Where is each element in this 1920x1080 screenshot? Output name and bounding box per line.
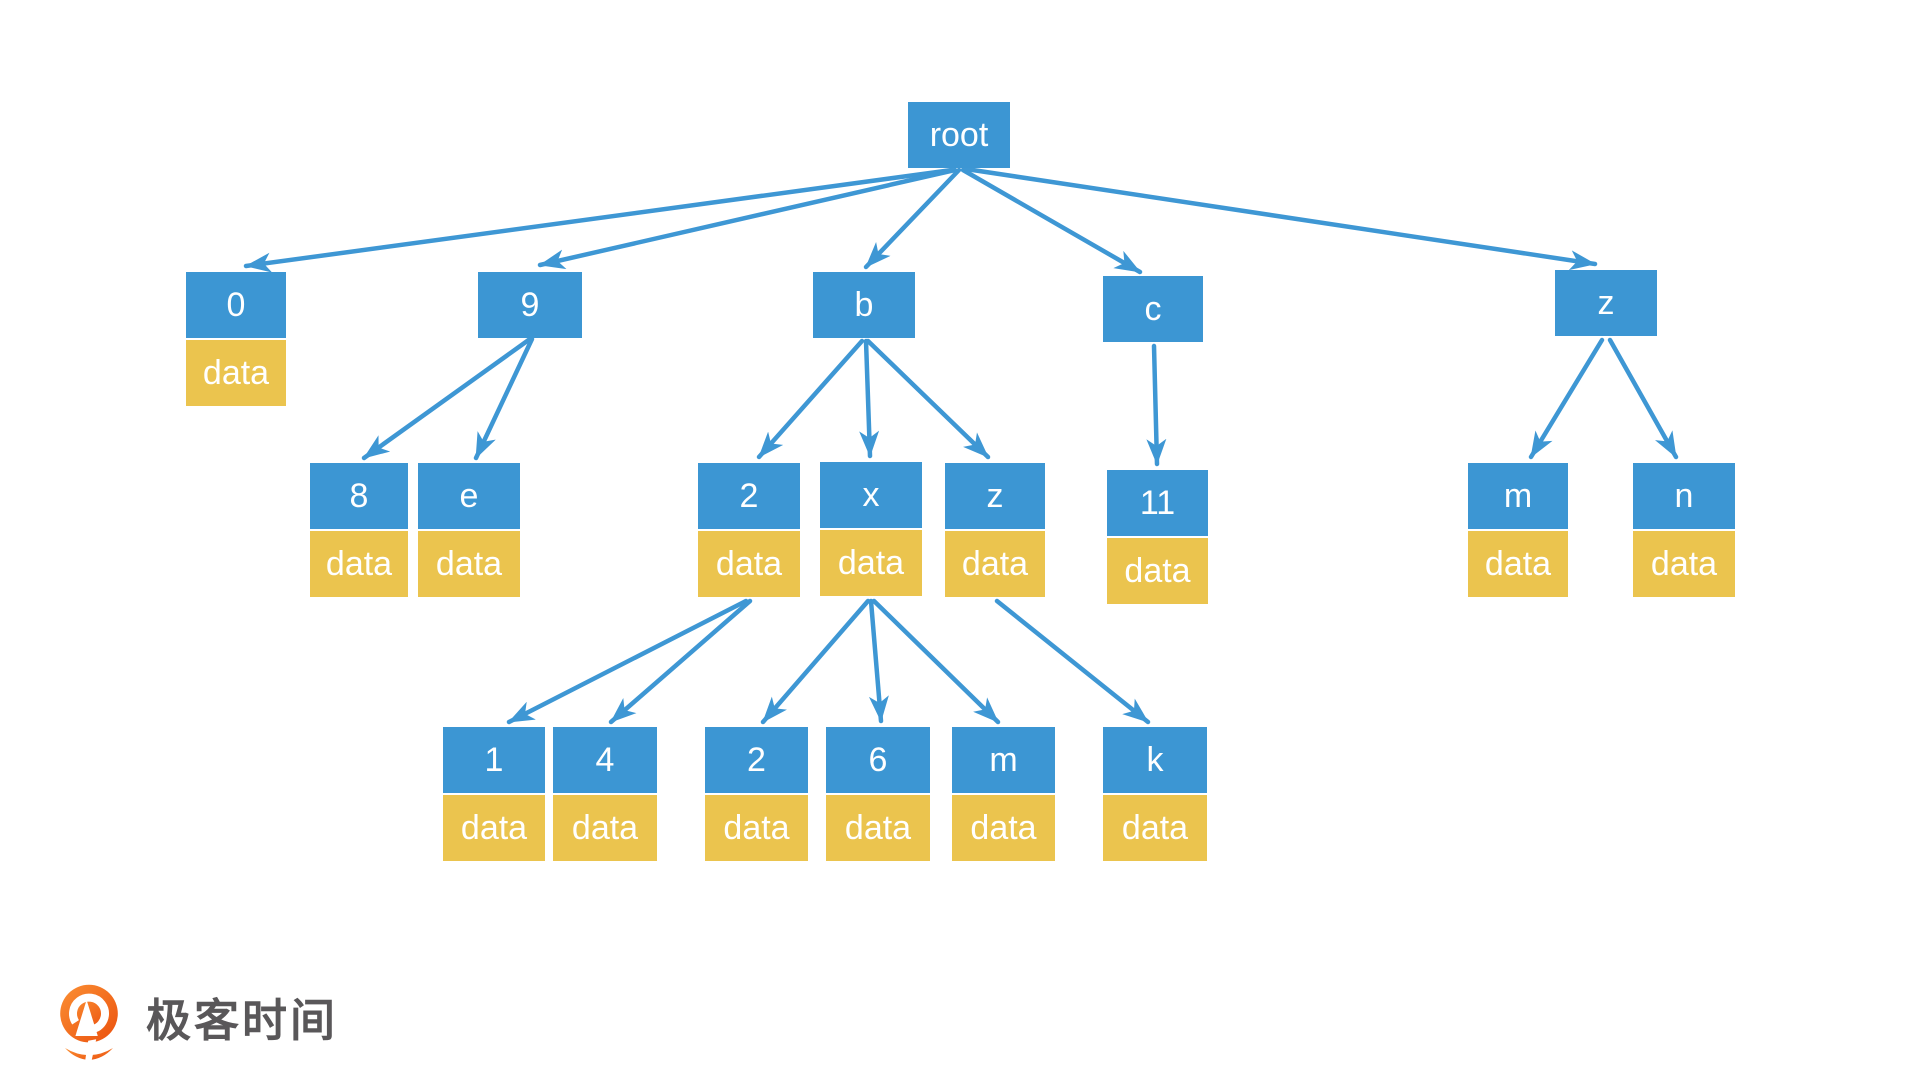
node-key-label: b xyxy=(813,272,915,338)
edge-root-l1-c xyxy=(960,167,1143,275)
node-data-cell: data xyxy=(1103,795,1207,861)
edge-root-l1-0 xyxy=(243,167,955,273)
edge-l2-z-l3-k xyxy=(994,598,1151,725)
node-data-cell: data xyxy=(553,795,657,861)
edge-root-l1-z xyxy=(963,166,1598,271)
node-key-label: z xyxy=(1555,270,1657,336)
tree-node-l1-9: 9 xyxy=(478,272,582,338)
node-key-label: c xyxy=(1103,276,1203,342)
node-data-cell: data xyxy=(310,531,408,597)
edge-l2-2-l3-1 xyxy=(506,598,749,725)
node-data-cell: data xyxy=(705,795,808,861)
node-data-cell: data xyxy=(698,531,800,597)
edge-l1-b-l2-2 xyxy=(756,338,865,460)
node-data-cell: data xyxy=(945,531,1045,597)
node-data-cell: data xyxy=(1107,538,1208,604)
node-key-label: 8 xyxy=(310,463,408,529)
node-key-label: k xyxy=(1103,727,1207,793)
node-data-cell: data xyxy=(418,531,520,597)
tree-node-l1-z: z xyxy=(1555,270,1657,336)
node-data-cell: data xyxy=(1633,531,1735,597)
node-key-label: m xyxy=(952,727,1055,793)
geektime-logo-text: 极客时间 xyxy=(146,994,339,1046)
geektime-logo: 极客时间 xyxy=(48,980,338,1060)
edge-l1-z-l2-m xyxy=(1528,337,1605,460)
node-key-label: root xyxy=(908,102,1010,168)
node-key-label: 0 xyxy=(186,272,286,338)
node-data-cell: data xyxy=(443,795,545,861)
node-key-label: 2 xyxy=(698,463,800,529)
edge-l2-x-l3-m xyxy=(871,598,1001,725)
node-key-label: z xyxy=(945,463,1045,529)
node-data-cell: data xyxy=(1468,531,1568,597)
node-key-label: 11 xyxy=(1107,470,1208,536)
edge-root-l1-b xyxy=(863,167,962,270)
node-key-label: 4 xyxy=(553,727,657,793)
tree-node-l1-b: b xyxy=(813,272,915,338)
edge-l2-x-l3-6 xyxy=(868,598,889,724)
edge-l2-x-l3-2 xyxy=(760,598,871,725)
geektime-logo-icon xyxy=(60,984,118,1060)
node-data-cell: data xyxy=(186,340,286,406)
node-key-label: 2 xyxy=(705,727,808,793)
edge-l1-z-l2-n xyxy=(1607,337,1679,460)
node-key-label: 6 xyxy=(826,727,930,793)
node-key-label: x xyxy=(820,462,922,528)
edge-l1-b-l2-z xyxy=(865,338,991,460)
node-data-cell: data xyxy=(826,795,930,861)
edge-root-l1-9 xyxy=(537,167,958,270)
node-key-label: m xyxy=(1468,463,1568,529)
edge-l1-9-l2-e xyxy=(473,336,535,461)
edge-l2-2-l3-4 xyxy=(608,598,753,725)
edge-l1-9-l2-8 xyxy=(361,336,533,461)
edge-l1-c-l2-11 xyxy=(1146,343,1167,467)
node-key-label: n xyxy=(1633,463,1735,529)
node-key-label: 9 xyxy=(478,272,582,338)
tree-node-root: root xyxy=(908,102,1010,168)
tree-node-l1-c: c xyxy=(1103,276,1203,342)
edge-l1-b-l2-x xyxy=(859,338,880,459)
node-data-cell: data xyxy=(952,795,1055,861)
node-key-label: 1 xyxy=(443,727,545,793)
node-key-label: e xyxy=(418,463,520,529)
node-data-cell: data xyxy=(820,530,922,596)
